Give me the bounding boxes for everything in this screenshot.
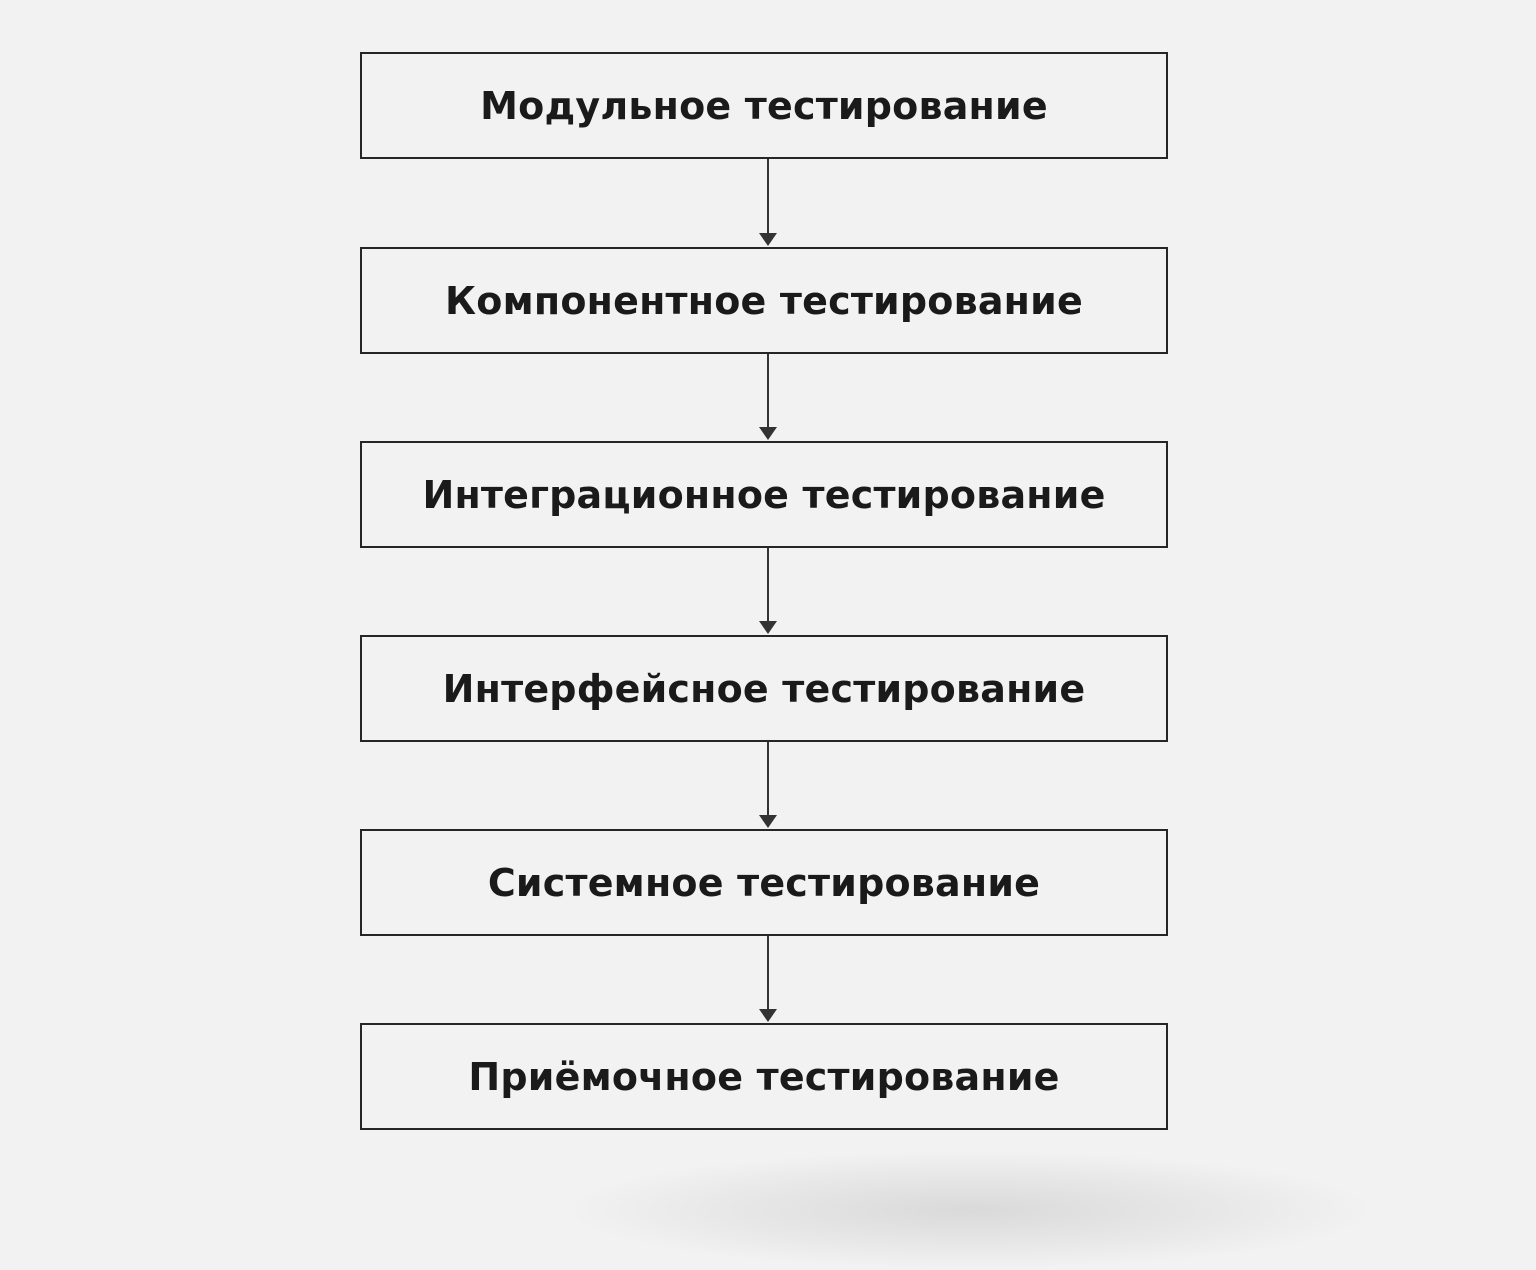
step-acceptance-testing: Приёмочное тестирование [360, 1023, 1168, 1130]
step-label: Модульное тестирование [480, 83, 1048, 128]
arrow-integration-to-interface [759, 548, 777, 634]
arrowhead-icon [759, 427, 777, 440]
arrowhead-icon [759, 621, 777, 634]
connector-layer [759, 159, 777, 1022]
step-system-testing: Системное тестирование [360, 829, 1168, 936]
arrow-interface-to-system [759, 742, 777, 828]
arrow-component-to-integration [759, 354, 777, 440]
step-integration-testing: Интеграционное тестирование [360, 441, 1168, 548]
step-unit-testing: Модульное тестирование [360, 52, 1168, 159]
arrow-unit-to-component [759, 159, 777, 246]
arrowhead-icon [759, 233, 777, 246]
arrowhead-icon [759, 1009, 777, 1022]
step-label: Системное тестирование [487, 860, 1041, 905]
arrow-system-to-acceptance [759, 936, 777, 1022]
step-label: Интерфейсное тестирование [442, 666, 1086, 711]
step-label: Приёмочное тестирование [468, 1054, 1060, 1099]
arrowhead-icon [759, 815, 777, 828]
step-interface-testing: Интерфейсное тестирование [360, 635, 1168, 742]
step-component-testing: Компонентное тестирование [360, 247, 1168, 354]
step-label: Компонентное тестирование [445, 278, 1083, 323]
testing-levels-flowchart: Модульное тестирование Компонентное тест… [360, 52, 1168, 1130]
step-label: Интеграционное тестирование [422, 472, 1106, 517]
